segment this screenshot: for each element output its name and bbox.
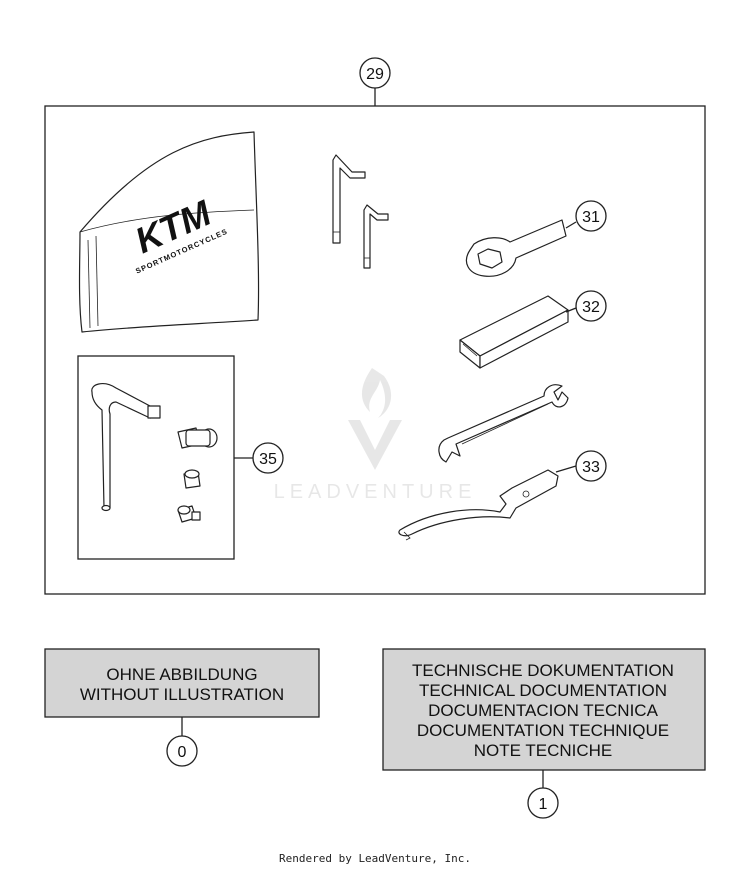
watermark-text: LEADVENTURE: [274, 481, 477, 503]
svg-text:33: 33: [582, 459, 600, 476]
tech-doc-line-3: DOCUMENTACION TECNICA: [428, 701, 658, 720]
callout-29[interactable]: 29: [359, 57, 391, 89]
open-end-wrench[interactable]: [438, 384, 569, 463]
leader-32: [565, 307, 577, 313]
leadventure-watermark: LEADVENTURE: [274, 368, 477, 503]
ktm-tool-bag[interactable]: KTM SPORTMOTORCYCLES: [78, 131, 260, 333]
tech-doc-line-1: TECHNISCHE DOKUMENTATION: [412, 661, 674, 680]
svg-text:29: 29: [366, 66, 384, 83]
ring-spanner-31[interactable]: [465, 219, 567, 277]
no-illustration-line-1: OHNE ABBILDUNG: [106, 665, 257, 684]
leader-31: [565, 221, 577, 229]
svg-text:0: 0: [178, 744, 187, 761]
hook-spanner-33[interactable]: [398, 469, 559, 541]
t-handle-kit-35[interactable]: [91, 383, 218, 523]
tube-32[interactable]: [459, 295, 569, 369]
tech-doc-line-5: NOTE TECNICHE: [474, 741, 613, 760]
callout-35[interactable]: 35: [252, 442, 284, 474]
svg-text:35: 35: [259, 451, 277, 468]
callout-33[interactable]: 33: [575, 450, 607, 482]
tech-doc-line-4: DOCUMENTATION TECHNIQUE: [417, 721, 669, 740]
callout-32[interactable]: 32: [575, 290, 607, 322]
callout-1[interactable]: 1: [527, 787, 559, 819]
callout-0[interactable]: 0: [166, 735, 198, 767]
leader-33: [555, 465, 577, 473]
allen-keys[interactable]: [332, 154, 389, 269]
svg-text:31: 31: [582, 209, 600, 226]
no-illustration-line-2: WITHOUT ILLUSTRATION: [80, 685, 284, 704]
footer-credit: Rendered by LeadVenture, Inc.: [279, 852, 471, 865]
no-illustration-box: OHNE ABBILDUNG WITHOUT ILLUSTRATION: [44, 648, 320, 718]
tech-doc-line-2: TECHNICAL DOCUMENTATION: [419, 681, 667, 700]
svg-text:1: 1: [539, 796, 548, 813]
callout-31[interactable]: 31: [575, 200, 607, 232]
technical-documentation-box: TECHNISCHE DOKUMENTATION TECHNICAL DOCUM…: [382, 648, 706, 771]
svg-text:32: 32: [582, 299, 600, 316]
